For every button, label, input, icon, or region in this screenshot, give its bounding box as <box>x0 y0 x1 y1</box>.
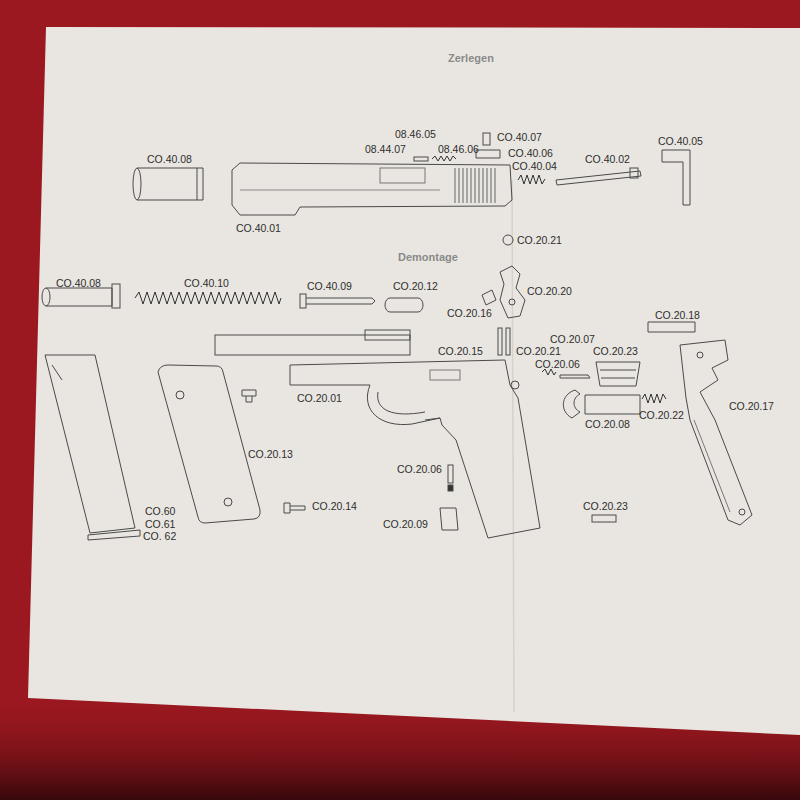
paper-sheet <box>28 27 800 735</box>
heading-text: Demontage <box>398 251 458 263</box>
fold-line <box>512 180 514 712</box>
part-number: CO.40.06 <box>508 147 553 159</box>
part-number: CO.20.22 <box>639 409 684 421</box>
part-number: CO.20.21 <box>516 345 561 357</box>
part-number: CO.40.07 <box>497 131 542 143</box>
part-number: CO.20.13 <box>248 448 293 460</box>
part-number: CO.20.07 <box>550 333 595 345</box>
part-number: CO.60 <box>145 505 175 517</box>
part-number: CO.20.09 <box>383 518 428 530</box>
part-number: CO.40.09 <box>307 280 352 292</box>
part-number: CO.20.08 <box>585 418 630 430</box>
part-number: CO.20.17 <box>729 400 774 412</box>
part-number: CO.20.23 <box>583 500 628 512</box>
part-number: CO.40.05 <box>658 135 703 147</box>
part-number: CO.61 <box>145 518 175 530</box>
part-number: CO.20.06 <box>535 358 580 370</box>
part-number: CO.20.06 <box>397 463 442 475</box>
part-number: CO.20.15 <box>438 345 483 357</box>
part-number: CO.20.01 <box>297 392 342 404</box>
part-number: CO.20.18 <box>655 309 700 321</box>
part-number: CO.40.01 <box>236 222 281 234</box>
part-number: 08.44.07 <box>365 143 406 155</box>
part-number: CO.20.21 <box>517 234 562 246</box>
part-number: CO.40.08 <box>56 277 101 289</box>
part-number: CO.40.02 <box>585 153 630 165</box>
part-number: CO.20.12 <box>393 280 438 292</box>
part-number: CO.20.20 <box>527 285 572 297</box>
part-number: CO.40.08 <box>147 153 192 165</box>
parts <box>42 133 752 540</box>
part-number: CO. 62 <box>143 530 176 542</box>
part-number: CO.40.04 <box>512 160 557 172</box>
part-number: CO.20.23 <box>593 345 638 357</box>
part-number: CO.20.14 <box>312 500 357 512</box>
part-number: CO.20.16 <box>447 307 492 319</box>
part-number: 08.46.06 <box>438 143 479 155</box>
heading-text: Zerlegen <box>448 52 494 64</box>
part-number: CO.40.10 <box>184 277 229 289</box>
part-number: 08.46.05 <box>395 128 436 140</box>
